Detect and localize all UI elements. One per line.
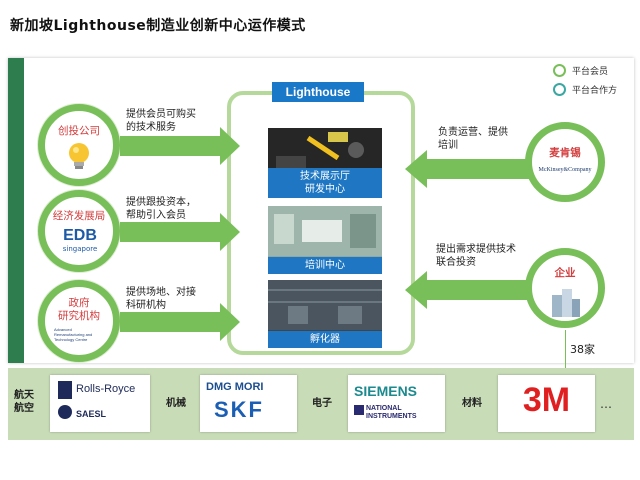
member-desc: 提供会员可购买 的技术服务 bbox=[126, 108, 196, 134]
desc-line1: 提供场地、对接 bbox=[126, 287, 196, 298]
desc-line2: 科研机构 bbox=[126, 300, 166, 311]
partner-name: 麦肯锡 bbox=[549, 147, 581, 159]
member-edb-circle: 经济发展局 EDB singapore bbox=[38, 190, 120, 272]
incubator-image bbox=[268, 280, 382, 330]
ni-wordmark: NATIONAL INSTRUMENTS bbox=[366, 405, 417, 421]
desc-line1: 提出需求提供技术 bbox=[436, 244, 516, 255]
legend-item-partner: 平台合作方 bbox=[553, 83, 617, 96]
robot-arm-image bbox=[268, 128, 382, 173]
section-label: 孵化器 bbox=[268, 331, 382, 348]
desc-line2: 的技术服务 bbox=[126, 122, 176, 133]
arrow-right-icon bbox=[120, 213, 240, 251]
member-desc: 提供跟投资本， 帮助引入会员 bbox=[126, 196, 196, 222]
edb-logo-sub: singapore bbox=[62, 245, 98, 253]
member-name-line2: 研究机构 bbox=[58, 310, 100, 322]
left-accent-stripe bbox=[8, 58, 24, 363]
siemens-wordmark: SIEMENS bbox=[354, 383, 418, 399]
industry-label-aerospace: 航天 航空 bbox=[14, 389, 34, 415]
desc-line2: 培训 bbox=[438, 140, 458, 151]
partner-name: 企业 bbox=[554, 267, 576, 279]
partner-desc: 提出需求提供技术 联合投资 bbox=[436, 243, 516, 269]
logo-siemens-ni: SIEMENS NATIONAL INSTRUMENTS bbox=[348, 375, 445, 432]
member-name: 创投公司 bbox=[58, 125, 100, 137]
legend-label: 平台合作方 bbox=[572, 86, 618, 96]
artc-logo-line2: Remanufacturing and bbox=[54, 332, 93, 337]
desc-line1: 提供会员可购买 bbox=[126, 109, 196, 120]
skf-wordmark: SKF bbox=[214, 397, 264, 422]
section-label-line2: 研发中心 bbox=[305, 184, 345, 195]
section-label: 培训中心 bbox=[268, 257, 382, 274]
hub-label: Lighthouse bbox=[272, 82, 364, 102]
section-label-line1: 技术展示厅 bbox=[300, 171, 350, 182]
member-desc: 提供场地、对接 科研机构 bbox=[126, 286, 196, 312]
desc-line2: 帮助引入会员 bbox=[126, 210, 186, 221]
logo-dmg-skf: DMG MORI SKF bbox=[200, 375, 297, 432]
showroom-photo: 技术展示厅 研发中心 bbox=[268, 128, 382, 198]
arrow-right-icon bbox=[120, 303, 240, 341]
member-research-circle: 政府 研究机构 Advanced Remanufacturing and Tec… bbox=[38, 280, 120, 362]
legend-ring-green-icon bbox=[553, 64, 566, 77]
artc-logo-line3: Technology Centre bbox=[54, 337, 88, 342]
incubator-photo: 孵化器 bbox=[268, 280, 382, 348]
dmg-mori-wordmark: DMG MORI bbox=[206, 381, 264, 393]
arrow-right-icon bbox=[120, 127, 240, 165]
desc-line1: 负责运营、提供 bbox=[438, 127, 508, 138]
arrow-left-icon bbox=[405, 150, 540, 188]
page-title: 新加坡Lighthouse制造业创新中心运作模式 bbox=[10, 18, 306, 34]
industry-label-machinery: 机械 bbox=[166, 398, 186, 409]
rolls-royce-wordmark: Rolls-Royce bbox=[76, 383, 136, 395]
buildings-icon bbox=[552, 289, 580, 317]
arrow-left-icon bbox=[405, 271, 540, 309]
saesl-badge-icon bbox=[58, 405, 72, 419]
lightbulb-icon bbox=[69, 143, 89, 169]
more-ellipsis: … bbox=[600, 397, 612, 411]
desc-line2: 联合投资 bbox=[436, 257, 476, 268]
member-vc-circle: 创投公司 bbox=[38, 104, 120, 186]
legend-label: 平台会员 bbox=[572, 67, 609, 77]
industry-label-materials: 材料 bbox=[462, 398, 482, 409]
desc-line1: 提供跟投资本， bbox=[126, 197, 196, 208]
training-room-image bbox=[268, 206, 382, 256]
ni-wordmark-line2: INSTRUMENTS bbox=[366, 413, 417, 420]
rolls-royce-badge-icon bbox=[58, 381, 72, 399]
industry-label-line1: 航天 bbox=[14, 390, 34, 401]
artc-logo: Advanced Remanufacturing and Technology … bbox=[54, 327, 108, 342]
member-name: 经济发展局 bbox=[52, 210, 106, 222]
3m-wordmark: 3M bbox=[522, 381, 571, 419]
member-name-line1: 政府 bbox=[68, 297, 90, 309]
edb-logo: EDB bbox=[63, 227, 97, 244]
logo-3m: 3M bbox=[498, 375, 595, 432]
logo-rolls-royce-saesl: Rolls-Royce SAESL bbox=[50, 375, 150, 432]
partner-desc: 负责运营、提供 培训 bbox=[438, 126, 508, 152]
industry-label-line2: 航空 bbox=[14, 403, 34, 414]
ni-wordmark-line1: NATIONAL bbox=[366, 405, 402, 412]
mckinsey-logo: McKinsey&Company bbox=[538, 167, 592, 173]
artc-logo-line1: Advanced bbox=[54, 327, 72, 332]
training-photo: 培训中心 bbox=[268, 206, 382, 274]
ni-eagle-icon bbox=[354, 405, 364, 415]
partner-mckinsey-circle: 麦肯锡 McKinsey&Company bbox=[525, 122, 605, 202]
industry-label-electronics: 电子 bbox=[312, 398, 332, 409]
legend-ring-teal-icon bbox=[553, 83, 566, 96]
section-label: 技术展示厅 研发中心 bbox=[268, 168, 382, 198]
partner-enterprise-circle: 企业 bbox=[525, 248, 605, 328]
connector-line bbox=[565, 330, 566, 368]
company-count: 38家 bbox=[570, 343, 595, 356]
saesl-wordmark: SAESL bbox=[76, 409, 107, 419]
legend-item-member: 平台会员 bbox=[553, 64, 608, 77]
